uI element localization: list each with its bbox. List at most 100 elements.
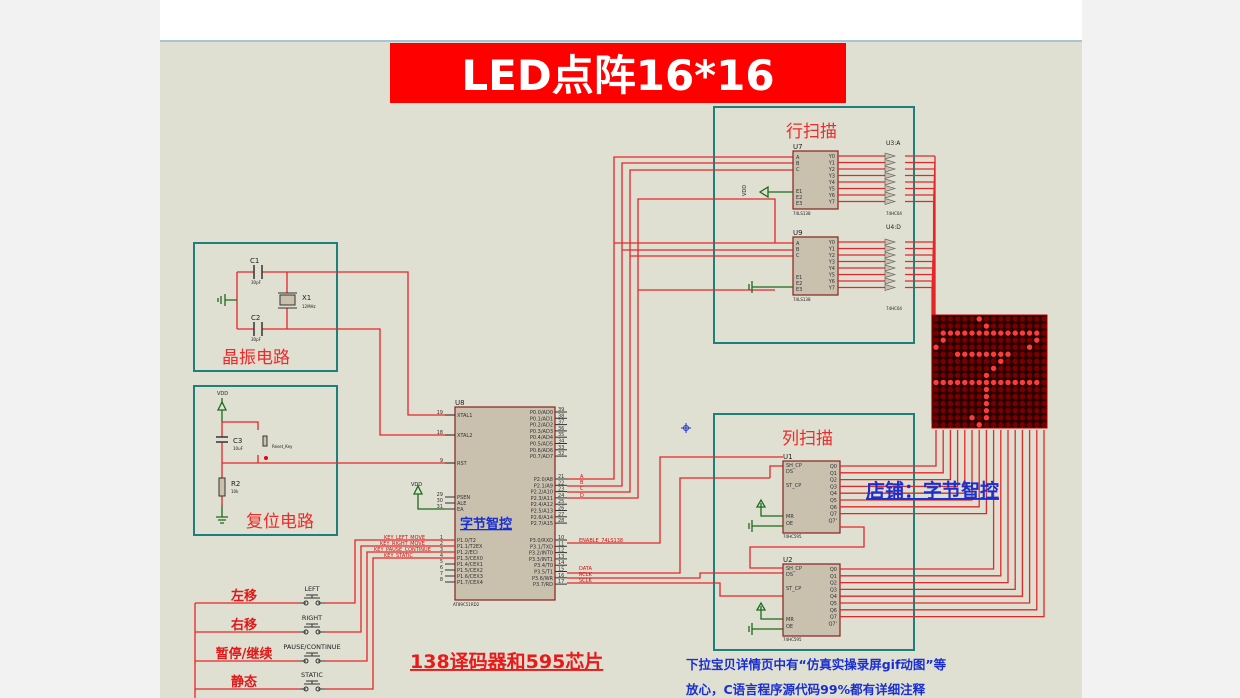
row-vdd: VDD [742, 185, 748, 196]
mcu-pin-name: P3.1/TXD [530, 544, 553, 550]
shift-register-output: Q2 [830, 478, 837, 484]
led-off [990, 323, 997, 329]
u4-ref: U4:D [886, 224, 901, 231]
led-off [998, 365, 1004, 372]
led-off [1012, 386, 1018, 393]
led-off [969, 386, 975, 393]
led-off [933, 415, 939, 421]
decoder-pin: B [796, 247, 800, 253]
u9-ref: U9 [793, 229, 803, 237]
net-rclk: RCLK [579, 572, 593, 578]
button-caption: 暂停/继续 [216, 646, 273, 662]
reset-circuit: VDD C3 10uF R2 10k Reset_Key [216, 391, 455, 524]
led-off [1041, 415, 1047, 421]
reset-key-label[interactable]: Reset_Key [272, 444, 293, 449]
led-off [933, 323, 939, 329]
led-off [1019, 316, 1026, 322]
mcu-pin-number: 30 [437, 498, 443, 504]
led-off [954, 358, 961, 364]
title-banner [390, 43, 846, 103]
mcu-pin-name: XTAL2 [457, 433, 472, 439]
decoder-pin: A [796, 155, 800, 161]
led-on [933, 379, 939, 386]
shift-register-output: Q4 [830, 491, 837, 497]
led-off [1005, 422, 1011, 428]
led-off [998, 323, 1004, 329]
title: LED点阵16*16 [461, 51, 774, 100]
led-on [983, 393, 990, 400]
led-off [1034, 344, 1040, 350]
col-wire [840, 430, 937, 467]
mcu-pin-number: 7 [440, 571, 443, 577]
c1-ref: C1 [250, 257, 259, 265]
led-off [1012, 415, 1018, 421]
led-on [983, 386, 990, 393]
decoder-output: Y0 [828, 154, 835, 160]
mcu-pin-name: P2.0/A8 [534, 477, 553, 483]
inverter-icon [884, 178, 897, 186]
decoder-output: Y7 [828, 200, 835, 206]
led-off [1041, 344, 1047, 350]
mcu-watermark: 字节智控 [460, 516, 512, 532]
net-enable: ENABLE_74LS138 [579, 538, 623, 544]
led-on [954, 351, 961, 357]
led-off [1012, 344, 1018, 350]
led-off [940, 415, 946, 421]
inverter-icon [884, 172, 897, 179]
shift-register-pin: ST_CP [786, 586, 801, 592]
mcu-pin-name: RST [457, 461, 468, 467]
led-off [954, 393, 961, 400]
mcu-pin-number: 36 [558, 426, 564, 432]
push-button [300, 652, 325, 662]
led-off [954, 323, 961, 329]
led-off [954, 337, 961, 343]
col-wire [840, 430, 952, 481]
led-off [1034, 351, 1040, 357]
led-on [947, 330, 954, 336]
mcu-pin-name: P3.3/INT1 [529, 557, 553, 563]
led-off [1034, 358, 1040, 364]
led-off [990, 316, 997, 322]
led-off [940, 344, 946, 350]
shift-register-pin: SH_CP [786, 463, 802, 469]
led-off [1034, 372, 1040, 379]
decoder-pin: E2 [796, 281, 802, 287]
shift-register-output: Q0 [830, 567, 837, 573]
led-off [1019, 386, 1026, 393]
led-on [983, 323, 990, 329]
led-off [976, 386, 982, 393]
led-on [1026, 379, 1033, 386]
led-off [947, 393, 954, 400]
mcu-pin-number: 4 [440, 553, 443, 559]
decoder-output: Y3 [828, 260, 835, 266]
net-data: DATA [579, 566, 592, 572]
led-off [1019, 344, 1026, 350]
led-off [976, 344, 982, 350]
net-key-right: KEY_RIGHT_MOVE [380, 541, 425, 547]
led-off [1026, 386, 1033, 393]
led-off [1012, 393, 1018, 400]
led-off [947, 407, 954, 414]
led-on [998, 358, 1004, 364]
led-off [1012, 372, 1018, 379]
led-off [940, 365, 946, 372]
led-off [1026, 358, 1033, 364]
led-off [954, 422, 961, 428]
mcu-pin-number: 24 [558, 493, 564, 499]
inverter-icon [884, 152, 897, 160]
decoder-output: Y6 [828, 193, 835, 199]
col-wire [840, 430, 1002, 577]
led-off [940, 351, 946, 357]
mcu-pin-name: P2.5/A13 [531, 509, 553, 515]
led-on [1005, 379, 1011, 386]
mcu-pin-name: P1.6/CEX3 [457, 574, 483, 580]
u7-part: 74LS138 [793, 211, 811, 216]
decoder-output: Y2 [828, 253, 835, 259]
u3-ref: U3:A [886, 140, 901, 147]
push-button [300, 594, 325, 604]
led-off [962, 372, 968, 379]
led-off [1019, 351, 1026, 357]
inverter-icon [884, 284, 897, 291]
led-off [983, 422, 990, 428]
